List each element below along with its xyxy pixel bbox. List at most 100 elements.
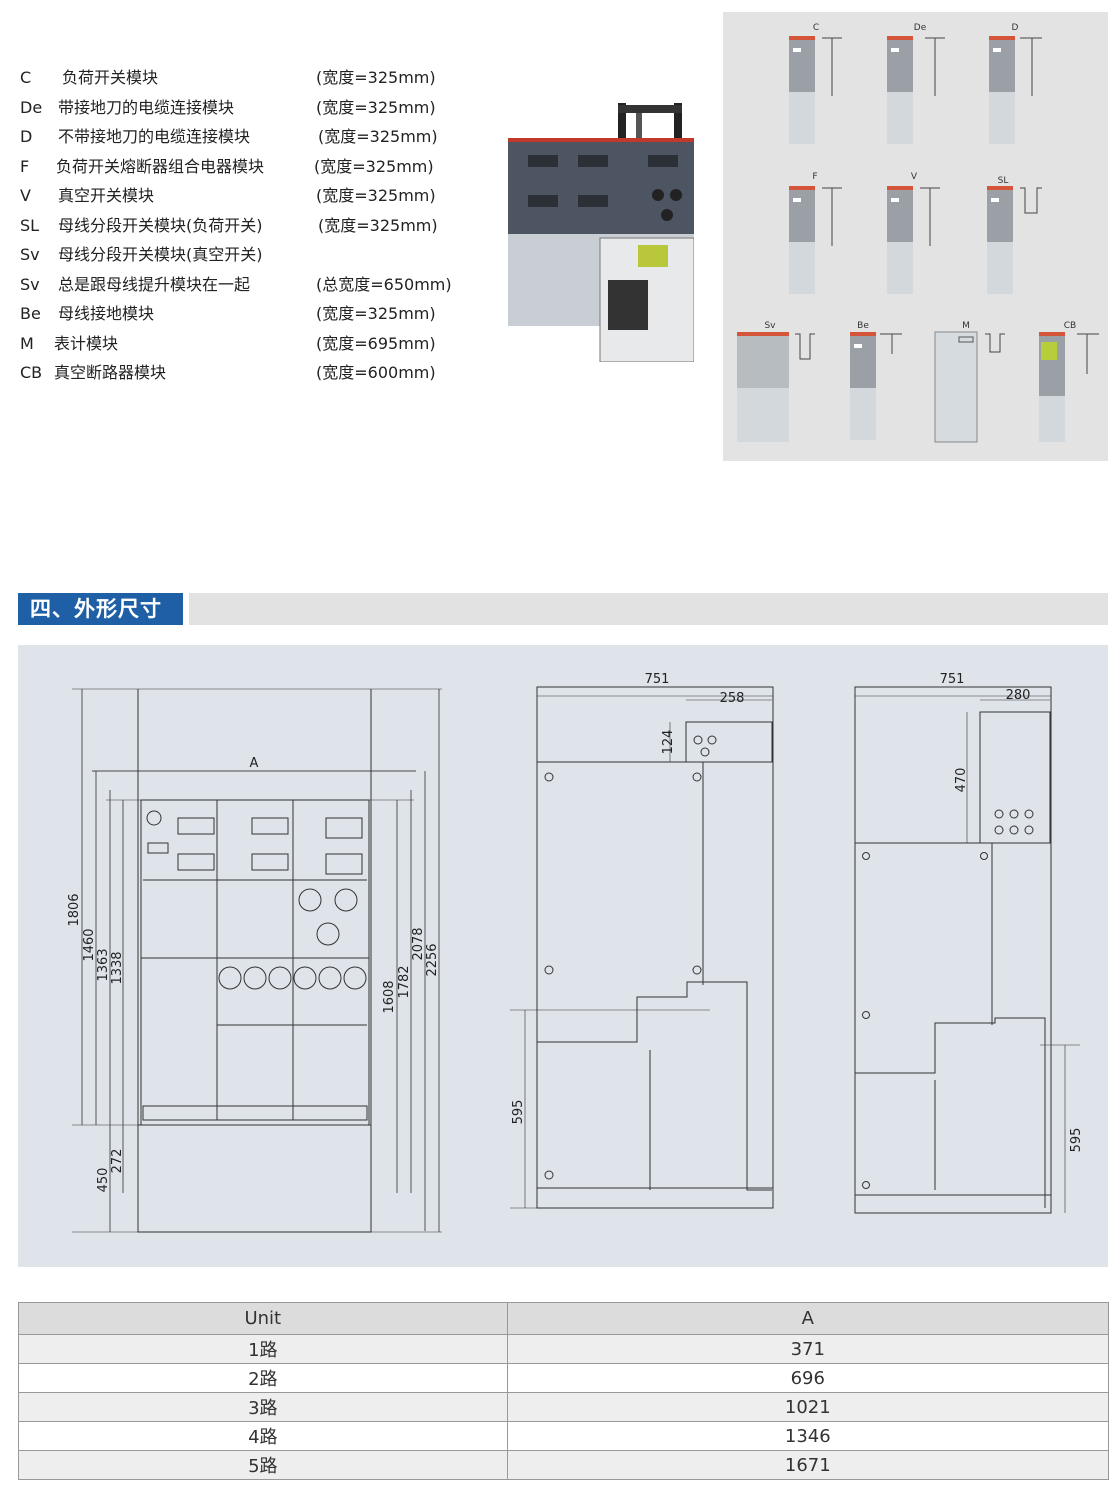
module-name: 母线分段开关模块(负荷开关) <box>58 215 263 235</box>
module-code: F <box>20 156 30 176</box>
module-name: 负荷开关熔断器组合电器模块 <box>56 156 265 176</box>
module-label: Be <box>857 321 869 331</box>
dimension-label: 124 <box>661 730 676 755</box>
module-name: 真空断路器模块 <box>54 363 167 382</box>
module-width: (总宽度=650mm) <box>316 274 452 294</box>
module-label: V <box>911 172 918 182</box>
section-header: 四、外形尺寸 <box>18 593 1108 625</box>
dimension-label: 751 <box>940 672 965 687</box>
dimension-label: 272 <box>110 1149 125 1174</box>
column-header: Unit <box>18 1302 508 1335</box>
module-diagrams-panel: C De D F V SL Sv Be M <box>723 12 1108 461</box>
dimension-label: 2078 <box>411 927 426 960</box>
dimension-label: 595 <box>511 1100 526 1125</box>
list-item: F 负荷开关熔断器组合电器模块 (宽度=325mm) <box>20 155 490 185</box>
dimension-label: 595 <box>1069 1128 1084 1153</box>
module-width: (宽度=325mm) <box>314 156 434 176</box>
dimension-drawings-panel: A 1806 1460 1363 1338 450 272 1608 1782 … <box>18 645 1108 1267</box>
dimension-label: A <box>250 756 259 771</box>
list-item: Sv 总是跟母线提升模块在一起 (总宽度=650mm) <box>20 273 490 303</box>
module-name: 负荷开关模块 <box>62 68 159 87</box>
module-width: (宽度=325mm) <box>318 215 438 235</box>
dimension-label: 751 <box>645 672 670 687</box>
dimension-label: 258 <box>720 691 745 706</box>
module-code: Be <box>20 304 41 323</box>
list-item: M 表计模块 (宽度=695mm) <box>20 332 490 362</box>
dimension-label: 2256 <box>425 943 440 976</box>
module-name: 带接地刀的电缆连接模块 <box>58 97 235 117</box>
list-item: V 真空开关模块 (宽度=325mm) <box>20 184 490 214</box>
module-width: (宽度=325mm) <box>316 304 436 323</box>
module-code: Sv <box>20 274 40 294</box>
table-header-row: Unit A <box>18 1302 1110 1335</box>
module-label: SL <box>998 176 1009 186</box>
cell: 371 <box>506 1334 1110 1364</box>
side-view-drawing <box>854 686 1080 1214</box>
module-code: Sv <box>20 245 40 264</box>
cell: 5路 <box>18 1450 508 1480</box>
section-bar <box>189 593 1108 625</box>
list-item: CB 真空断路器模块 (宽度=600mm) <box>20 361 490 391</box>
side-view-drawing <box>510 686 774 1209</box>
list-item: Sv 母线分段开关模块(真空开关) <box>20 243 490 273</box>
list-item: Be 母线接地模块 (宽度=325mm) <box>20 302 490 332</box>
switchgear-photo <box>508 103 694 362</box>
module-code: De <box>20 97 43 117</box>
module-name: 表计模块 <box>54 333 119 353</box>
front-view-drawing <box>72 688 442 1233</box>
module-name: 真空开关模块 <box>58 186 155 205</box>
cell: 1路 <box>18 1334 508 1364</box>
dimension-label: 280 <box>1006 688 1031 703</box>
column-header: A <box>506 1302 1110 1335</box>
dimension-label: 1608 <box>382 980 397 1013</box>
dimension-label: 1338 <box>110 951 125 984</box>
dimension-label: 1460 <box>82 928 97 961</box>
module-width: (宽度=325mm) <box>316 68 436 87</box>
module-label: M <box>962 321 970 331</box>
module-list: C 负荷开关模块 (宽度=325mm) De 带接地刀的电缆连接模块 (宽度=325mm… <box>20 66 490 391</box>
module-name: 母线接地模块 <box>58 304 155 323</box>
list-item: SL 母线分段开关模块(负荷开关) (宽度=325mm) <box>20 214 490 244</box>
list-item: De 带接地刀的电缆连接模块 (宽度=325mm) <box>20 96 490 126</box>
module-code: D <box>20 127 33 146</box>
module-code: CB <box>20 363 43 382</box>
module-code: C <box>20 68 32 87</box>
module-label: CB <box>1064 321 1076 331</box>
cell: 696 <box>506 1363 1110 1393</box>
module-label: Sv <box>764 321 776 331</box>
section-title: 四、外形尺寸 <box>18 593 183 625</box>
dimension-drawings: A 1806 1460 1363 1338 450 272 1608 1782 … <box>67 672 1084 1233</box>
module-name: 不带接地刀的电缆连接模块 <box>58 127 251 146</box>
module-label: F <box>812 172 817 182</box>
dimension-label: 1806 <box>67 893 82 926</box>
cell: 1346 <box>506 1421 1110 1451</box>
module-width: (宽度=695mm) <box>316 333 436 353</box>
list-item: C 负荷开关模块 (宽度=325mm) <box>20 66 490 96</box>
cell: 1671 <box>506 1450 1110 1480</box>
dimension-label: 1363 <box>96 948 111 981</box>
module-width: (宽度=600mm) <box>316 363 436 382</box>
dimension-label: 470 <box>954 768 969 793</box>
module-label: D <box>1012 23 1019 33</box>
module-code: V <box>20 186 31 205</box>
module-name: 总是跟母线提升模块在一起 <box>58 274 251 294</box>
cell: 1021 <box>506 1392 1110 1422</box>
module-width: (宽度=325mm) <box>316 97 436 117</box>
dimension-label: 450 <box>96 1168 111 1193</box>
module-diagrams: C De D F V SL Sv Be M <box>737 23 1099 443</box>
module-width: (宽度=325mm) <box>316 186 436 205</box>
cell: 3路 <box>18 1392 508 1422</box>
module-code: M <box>20 333 34 353</box>
module-code: SL <box>20 215 40 235</box>
module-label: De <box>914 23 927 33</box>
module-name: 母线分段开关模块(真空开关) <box>58 245 263 264</box>
cell: 4路 <box>18 1421 508 1451</box>
